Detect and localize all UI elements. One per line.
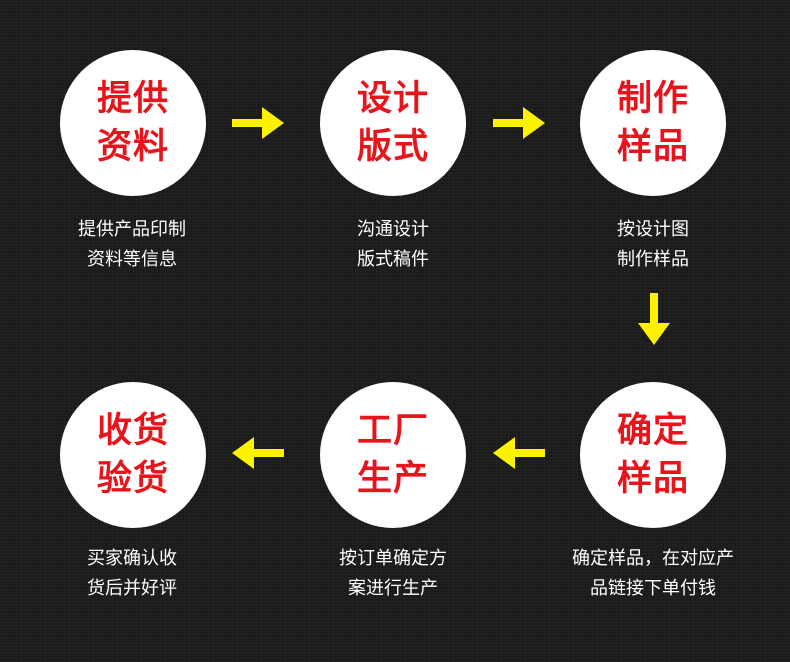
step-desc-line: 品链接下单付钱 [590, 578, 716, 599]
step-title-line: 样品 [616, 459, 689, 499]
arrow-right-icon [493, 107, 545, 139]
arrow-left-icon [232, 437, 284, 469]
step-title-line: 资料 [96, 127, 169, 167]
step-title-line: 制作 [616, 79, 689, 119]
step-circle-factory-production: 工厂 生产 [320, 382, 466, 528]
step-circle-confirm-sample: 确定 样品 [580, 382, 726, 528]
step-description: 确定样品，在对应产 品链接下单付钱 [533, 544, 773, 604]
step-title-line: 确定 [616, 411, 689, 451]
step-description: 买家确认收 货后并好评 [12, 544, 252, 604]
step-desc-line: 案进行生产 [348, 578, 438, 599]
step-title-line: 工厂 [356, 411, 429, 451]
step-title-line: 版式 [356, 127, 429, 167]
step-title-line: 提供 [96, 79, 169, 119]
step-title-line: 生产 [356, 459, 429, 499]
step-desc-line: 资料等信息 [87, 249, 177, 270]
step-title-line: 样品 [616, 127, 689, 167]
arrow-left-icon [493, 437, 545, 469]
step-description: 按设计图 制作样品 [533, 215, 773, 275]
arrow-down-icon [638, 293, 670, 345]
step-desc-line: 制作样品 [617, 249, 689, 270]
step-desc-line: 按设计图 [617, 219, 689, 240]
step-desc-line: 货后并好评 [87, 578, 177, 599]
arrow-right-icon [232, 107, 284, 139]
step-circle-design-layout: 设计 版式 [320, 50, 466, 196]
step-desc-line: 版式稿件 [357, 249, 429, 270]
step-circle-receive-inspect: 收货 验货 [60, 382, 206, 528]
step-desc-line: 确定样品，在对应产 [572, 548, 734, 569]
step-circle-provide-materials: 提供 资料 [60, 50, 206, 196]
step-desc-line: 沟通设计 [357, 219, 429, 240]
step-desc-line: 买家确认收 [87, 548, 177, 569]
step-description: 提供产品印制 资料等信息 [12, 215, 252, 275]
step-desc-line: 提供产品印制 [78, 219, 186, 240]
step-description: 按订单确定方 案进行生产 [273, 544, 513, 604]
step-title-line: 设计 [356, 79, 429, 119]
step-desc-line: 按订单确定方 [339, 548, 447, 569]
step-circle-make-sample: 制作 样品 [580, 50, 726, 196]
step-title-line: 收货 [96, 411, 169, 451]
step-description: 沟通设计 版式稿件 [273, 215, 513, 275]
step-title-line: 验货 [96, 459, 169, 499]
